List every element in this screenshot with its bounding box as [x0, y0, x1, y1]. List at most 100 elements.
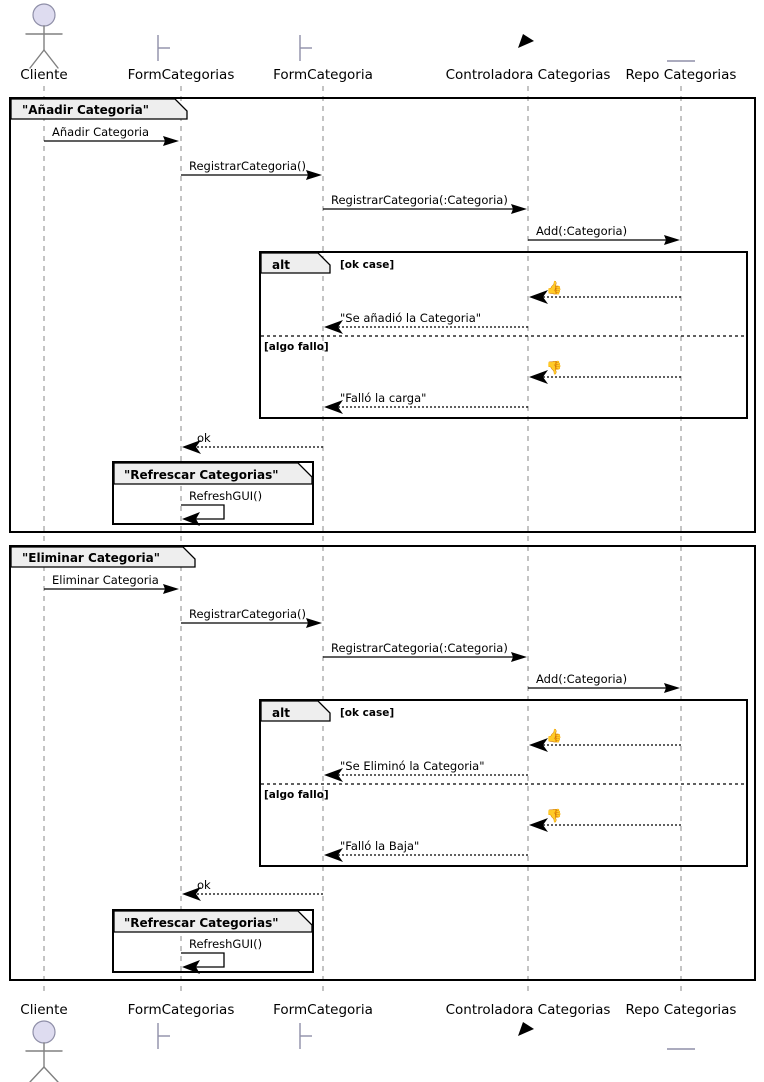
fragment-anadir-tab — [10, 98, 188, 120]
fragment-refrescar-eliminar-title: "Refrescar Categorias" — [124, 916, 279, 930]
fragment-alt-anadir-tab — [260, 252, 331, 274]
message-m10-arrowhead — [182, 512, 200, 526]
message-m3-label: RegistrarCategoria(:Categoria) — [331, 193, 508, 207]
message-m18-arrowhead — [324, 848, 343, 862]
message-m15-arrowhead — [529, 738, 548, 752]
participant-cliente-bottom[interactable]: Cliente — [20, 1002, 68, 1082]
message-m1[interactable]: Añadir Categoria — [44, 125, 179, 146]
participant-formcategorias-bottom[interactable]: FormCategorias — [128, 1002, 235, 1049]
fragment-alt-anadir-guard-2: [algo fallo] — [264, 341, 329, 353]
participant-label-controladora: Controladora Categorias — [446, 67, 611, 83]
actor-head-icon — [32, 3, 56, 27]
message-m4-label: Add(:Categoria) — [536, 224, 627, 238]
message-m19-arrowhead — [182, 887, 201, 901]
participant-heads-top: Cliente FormCategorias FormCategoria C — [20, 3, 737, 83]
message-m9-label: ok — [197, 431, 211, 445]
fragment-alt-anadir-guard-1: [ok case] — [340, 259, 394, 271]
fragment-refrescar-eliminar-border — [112, 909, 314, 973]
actor-leg-left-icon — [29, 1066, 45, 1082]
participant-controladora-top[interactable]: Controladora Categorias — [446, 34, 611, 83]
fragment-anadir-border — [9, 97, 756, 533]
message-m3[interactable]: RegistrarCategoria(:Categoria) — [323, 193, 527, 214]
message-m2-arrowhead — [306, 170, 322, 180]
message-m6-label: "Se añadió la Categoria" — [340, 311, 481, 325]
message-m8[interactable]: "Falló la carga" — [324, 391, 528, 414]
participant-formcategoria-bottom[interactable]: FormCategoria — [273, 1002, 373, 1049]
participant-repo-top[interactable]: Repo Categorias — [626, 60, 737, 83]
message-m10[interactable]: RefreshGUI() — [181, 489, 262, 526]
fragment-alt-eliminar-guard-1: [ok case] — [340, 707, 394, 719]
message-m20-line — [181, 952, 225, 968]
message-m12-arrowhead — [306, 618, 322, 628]
message-m7[interactable]: 👎 — [529, 360, 681, 384]
message-m20[interactable]: RefreshGUI() — [181, 937, 262, 974]
participant-formcategorias-top[interactable]: FormCategorias — [128, 35, 235, 83]
participant-label-formcategorias: FormCategorias — [128, 67, 235, 83]
message-m11-label: Eliminar Categoria — [52, 573, 159, 587]
fragment-refrescar-anadir-title: "Refrescar Categorias" — [124, 468, 279, 482]
message-m9[interactable]: ok — [182, 431, 323, 454]
message-m4-arrowhead — [664, 235, 680, 245]
message-m8-arrowhead — [324, 400, 343, 414]
message-m13-label: RegistrarCategoria(:Categoria) — [331, 641, 508, 655]
participant-cliente-top[interactable]: Cliente — [20, 3, 68, 83]
message-m5-arrowhead — [529, 290, 548, 304]
participant-label-controladora-bottom: Controladora Categorias — [446, 1002, 611, 1018]
fragment-eliminar-categoria[interactable]: "Eliminar Categoria" — [9, 545, 756, 981]
message-m16[interactable]: "Se Eliminó la Categoria" — [324, 759, 528, 782]
fragment-alt-eliminar-guard-2: [algo fallo] — [264, 789, 329, 801]
fragment-eliminar-tab — [10, 546, 196, 568]
control-arrow-icon — [518, 34, 534, 48]
fragment-refrescar-anadir-tab — [113, 462, 313, 485]
fragment-anadir-categoria[interactable]: "Añadir Categoria" — [9, 97, 756, 533]
actor-leg-right-icon — [43, 1066, 59, 1082]
message-m11[interactable]: Eliminar Categoria — [44, 573, 179, 594]
message-m1-arrowhead — [163, 136, 179, 146]
message-m18[interactable]: "Falló la Baja" — [324, 839, 528, 862]
message-m13-arrowhead — [511, 652, 527, 662]
fragment-anadir-title: "Añadir Categoria" — [22, 103, 149, 117]
participant-label-formcategoria: FormCategoria — [273, 67, 373, 83]
participant-label-formcategoria-bottom: FormCategoria — [273, 1002, 373, 1018]
participant-label-repo-bottom: Repo Categorias — [626, 1002, 737, 1018]
fragment-refrescar-anadir-border — [112, 461, 314, 525]
participant-repo-bottom[interactable]: Repo Categorias — [626, 1002, 737, 1050]
fragment-refrescar-eliminar-tab — [113, 910, 313, 933]
message-m19[interactable]: ok — [182, 878, 323, 901]
message-m6-arrowhead — [324, 320, 343, 334]
message-m2[interactable]: RegistrarCategoria() — [181, 159, 322, 180]
message-m20-label: RefreshGUI() — [189, 937, 262, 951]
message-m3-arrowhead — [511, 204, 527, 214]
fragment-refrescar-eliminar[interactable]: "Refrescar Categorias" — [112, 909, 314, 973]
lifelines — [43, 86, 682, 995]
message-m13[interactable]: RegistrarCategoria(:Categoria) — [323, 641, 527, 662]
fragment-alt-anadir-operator: alt — [272, 258, 290, 272]
message-m6[interactable]: "Se añadió la Categoria" — [324, 311, 528, 334]
message-m20-arrowhead — [182, 960, 200, 974]
message-m12[interactable]: RegistrarCategoria() — [181, 607, 322, 628]
participant-formcategoria-top[interactable]: FormCategoria — [273, 35, 373, 83]
participant-label-cliente-bottom: Cliente — [20, 1002, 67, 1018]
message-m17[interactable]: 👎 — [529, 808, 681, 832]
message-m2-label: RegistrarCategoria() — [189, 159, 306, 173]
fragment-alt-eliminar[interactable]: alt [ok case] [algo fallo] — [259, 699, 748, 867]
message-m7-arrowhead — [529, 370, 548, 384]
message-m5[interactable]: 👍 — [529, 280, 681, 304]
fragment-alt-eliminar-operator: alt — [272, 706, 290, 720]
fragment-alt-anadir[interactable]: alt [ok case] [algo fallo] — [259, 251, 748, 419]
message-m14-arrowhead — [664, 683, 680, 693]
fragment-eliminar-title: "Eliminar Categoria" — [22, 551, 160, 565]
message-m15[interactable]: 👍 — [529, 728, 681, 752]
thumbs-down-icon: 👎 — [546, 360, 562, 376]
participant-label-repo: Repo Categorias — [626, 67, 737, 83]
participant-controladora-bottom[interactable]: Controladora Categorias — [446, 1002, 611, 1036]
message-m10-label: RefreshGUI() — [189, 489, 262, 503]
fragment-alt-eliminar-border — [259, 699, 748, 867]
message-m4[interactable]: Add(:Categoria) — [528, 224, 680, 245]
message-m16-arrowhead — [324, 768, 343, 782]
thumbs-up-icon: 👍 — [546, 728, 562, 744]
message-m14[interactable]: Add(:Categoria) — [528, 672, 680, 693]
fragment-refrescar-anadir[interactable]: "Refrescar Categorias" — [112, 461, 314, 525]
actor-leg-left-icon — [29, 49, 45, 69]
